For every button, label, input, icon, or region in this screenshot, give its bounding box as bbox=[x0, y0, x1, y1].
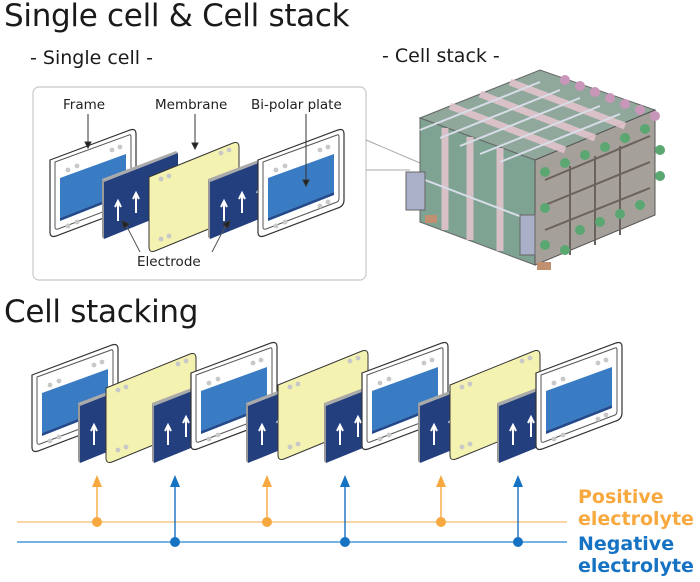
cell-stack-title: - Cell stack - bbox=[382, 45, 500, 67]
arrow-up-icon bbox=[436, 475, 446, 487]
arrow-up-icon bbox=[92, 475, 102, 487]
single-cell-title: - Single cell - bbox=[30, 47, 153, 69]
label-frame: Frame bbox=[63, 97, 106, 113]
legend-positive-line2: electrolyte bbox=[578, 508, 694, 530]
legend-negative: Negative electrolyte bbox=[578, 533, 694, 577]
legend-negative-line2: electrolyte bbox=[578, 555, 694, 577]
arrow-up-icon bbox=[340, 475, 350, 487]
label-membrane: Membrane bbox=[155, 97, 228, 113]
connector-line bbox=[365, 139, 421, 164]
negative-flow-arrow bbox=[513, 475, 523, 547]
junction-dot bbox=[262, 517, 272, 527]
arrow-up-icon bbox=[262, 475, 272, 487]
label-bipolar-plate: Bi-polar plate bbox=[251, 97, 342, 113]
legend-positive: Positive electrolyte bbox=[578, 486, 694, 530]
positive-flow-arrow bbox=[262, 475, 272, 527]
negative-flow-arrow bbox=[170, 475, 180, 547]
arrow-up-icon bbox=[170, 475, 180, 487]
junction-dot bbox=[340, 537, 350, 547]
label-electrode: Electrode bbox=[137, 254, 201, 270]
positive-flow-arrow bbox=[436, 475, 446, 527]
junction-dot bbox=[170, 537, 180, 547]
page-title: Single cell & Cell stack bbox=[4, 0, 350, 34]
legend-positive-line1: Positive bbox=[578, 486, 664, 508]
stack-frame-4 bbox=[535, 341, 623, 451]
cell-stack-image bbox=[405, 69, 665, 270]
label-arrows bbox=[84, 114, 310, 253]
cell-stacking-title: Cell stacking bbox=[4, 294, 199, 330]
arrow-up-icon bbox=[513, 475, 523, 487]
legend-negative-line1: Negative bbox=[578, 533, 675, 555]
positive-flow-arrow bbox=[92, 475, 102, 527]
junction-dot bbox=[92, 517, 102, 527]
negative-flow-arrow bbox=[340, 475, 350, 547]
junction-dot bbox=[436, 517, 446, 527]
junction-dot bbox=[513, 537, 523, 547]
